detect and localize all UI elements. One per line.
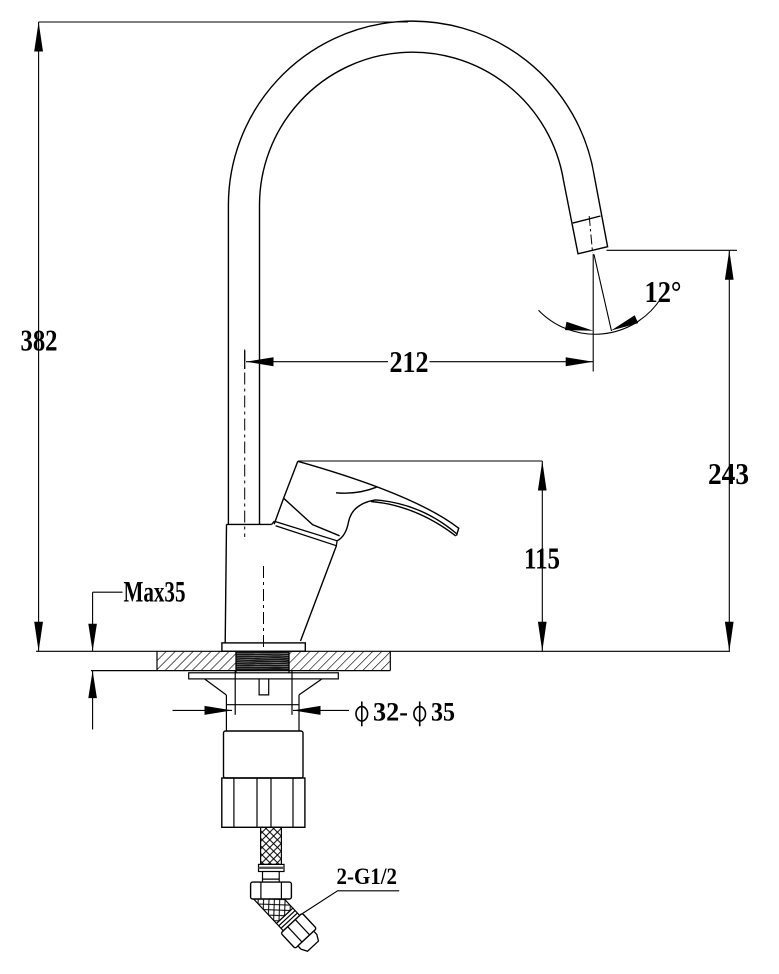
svg-text:212: 212 (390, 344, 429, 379)
svg-text:2-G1/2: 2-G1/2 (337, 864, 398, 889)
svg-text:243: 243 (708, 456, 749, 491)
svg-text:382: 382 (21, 323, 58, 358)
svg-text:115: 115 (524, 541, 560, 576)
svg-text:12°: 12° (645, 274, 682, 309)
svg-text:32-: 32- (373, 698, 408, 727)
svg-text:35: 35 (431, 698, 455, 727)
svg-text:Max35: Max35 (124, 576, 186, 609)
